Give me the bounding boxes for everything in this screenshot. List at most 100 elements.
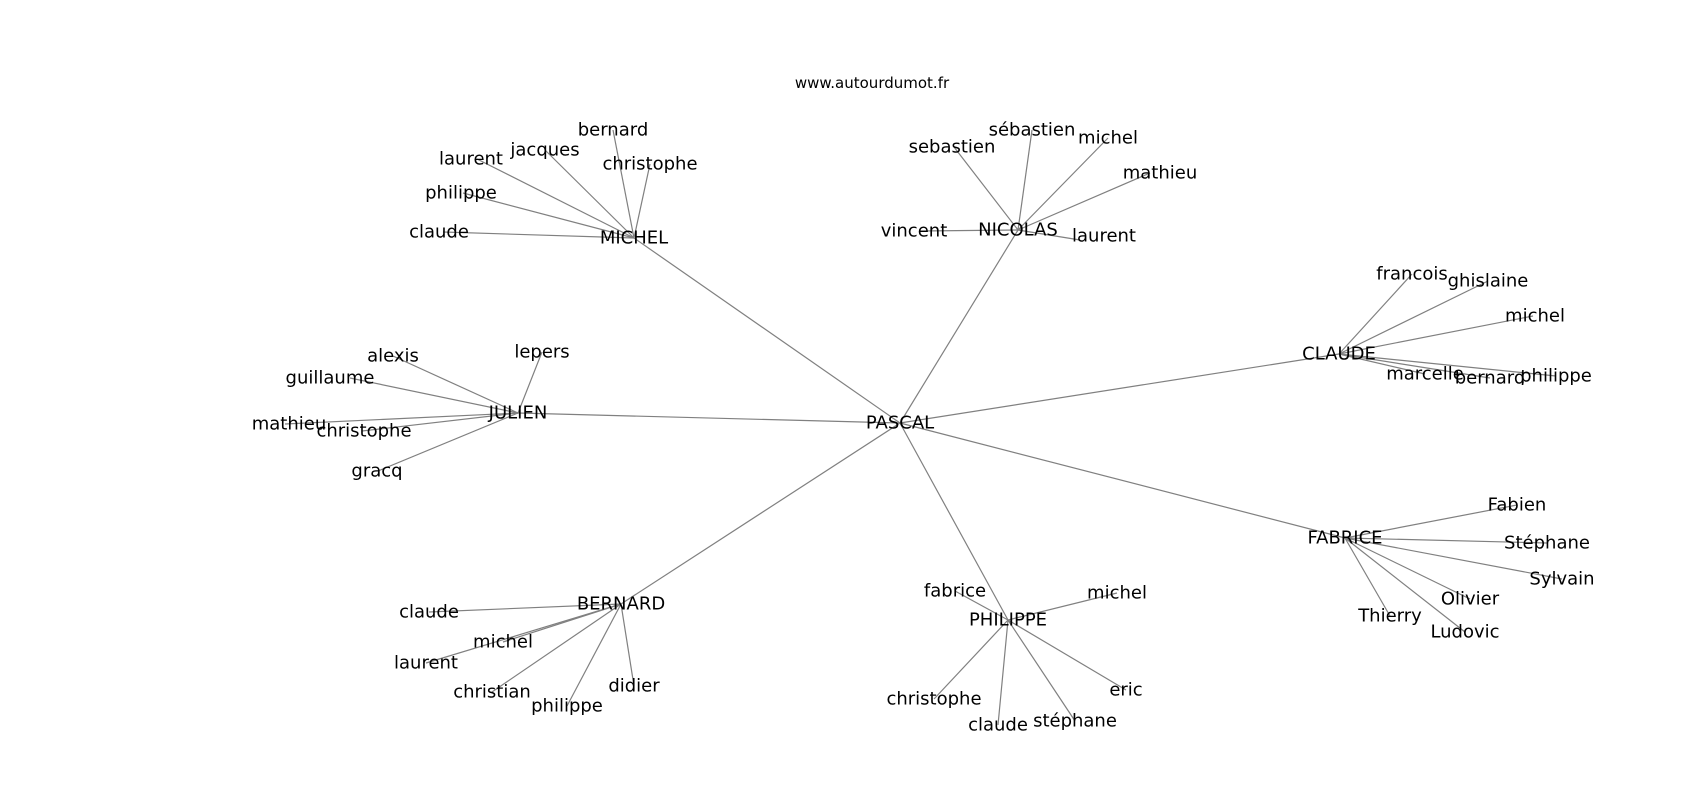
leaf-node-label-nicolas-sebastien: sebastien: [909, 137, 996, 158]
hub-node-label-julien: JULIEN: [488, 403, 548, 424]
edge-fabrice-stephane: [1344, 537, 1548, 544]
leaf-node-label-bernard-michel: michel: [473, 632, 533, 653]
leaf-node-label-michel-jacques: jacques: [509, 140, 579, 161]
hub-node-label-philippe: PHILIPPE: [969, 610, 1047, 631]
leaf-node-label-nicolas-vincent: vincent: [881, 221, 948, 242]
edge-philippe-eric: [1007, 619, 1127, 691]
edge-claude-philippe: [1338, 353, 1557, 377]
hub-node-label-nicolas: NICOLAS: [978, 220, 1058, 241]
leaf-node-label-bernard-philippe: philippe: [531, 696, 603, 717]
leaf-node-label-fabrice-ludovic: Ludovic: [1430, 622, 1499, 643]
leaf-node-label-philippe-fabrice: fabrice: [924, 581, 986, 602]
leaf-node-label-michel-christophe: christophe: [602, 154, 697, 175]
hub-node-label-michel: MICHEL: [600, 228, 668, 249]
hub-node-label-fabrice: FABRICE: [1307, 528, 1382, 549]
leaf-node-label-nicolas-sebastien-accent: sébastien: [989, 120, 1076, 141]
edge-philippe-fabrice: [954, 590, 1009, 621]
edge-julien-lepers: [517, 351, 543, 414]
edge-philippe-stephane: [1007, 619, 1076, 722]
leaf-node-label-bernard-laurent: laurent: [394, 653, 458, 674]
edge-root-philippe: [899, 422, 1009, 621]
edge-michel-christophe: [633, 163, 651, 239]
edge-fabrice-fabien: [1344, 504, 1518, 539]
edge-root-nicolas: [899, 229, 1019, 424]
leaf-node-label-michel-laurent: laurent: [439, 149, 503, 170]
leaf-node-label-claude-marcelle: marcelle: [1386, 364, 1464, 385]
leaf-node-label-philippe-claude: claude: [968, 715, 1028, 736]
edge-claude-francois: [1338, 273, 1413, 355]
edge-julien-alexis: [392, 355, 519, 414]
leaf-node-label-julien-guillaume: guillaume: [286, 368, 375, 389]
leaf-node-label-julien-lepers: lepers: [514, 342, 569, 363]
edge-root-fabrice: [899, 422, 1346, 539]
edge-fabrice-ludovic: [1344, 537, 1466, 633]
edge-claude-michel: [1338, 315, 1534, 355]
leaf-node-label-julien-gracq: gracq: [351, 461, 402, 482]
edge-nicolas-mathieu: [1017, 172, 1151, 231]
edge-julien-guillaume: [349, 377, 519, 414]
leaf-node-label-claude-francois: francois: [1376, 264, 1447, 285]
edge-bernard-claude: [428, 603, 622, 613]
edge-julien-gracq: [377, 412, 519, 472]
edge-michel-philippe: [462, 192, 635, 239]
edge-root-julien: [517, 412, 901, 424]
edge-bernard-laurent: [425, 603, 622, 664]
leaf-node-label-michel-claude: claude: [409, 222, 469, 243]
edge-philippe-christophe: [933, 619, 1009, 700]
leaf-node-label-julien-christophe: christophe: [316, 421, 411, 442]
edge-bernard-philippe: [566, 603, 622, 707]
leaf-node-label-fabrice-olivier: Olivier: [1441, 589, 1500, 610]
leaf-node-label-claude-philippe: philippe: [1520, 366, 1592, 387]
edge-philippe-michel: [1007, 592, 1118, 621]
leaf-node-label-philippe-christophe: christophe: [886, 689, 981, 710]
leaf-node-label-philippe-michel: michel: [1087, 583, 1147, 604]
site-label: www.autourdumot.fr: [795, 74, 950, 92]
edge-philippe-claude: [997, 619, 1009, 726]
leaf-node-label-bernard-christian: christian: [453, 682, 531, 703]
leaf-node-label-philippe-eric: eric: [1109, 680, 1142, 701]
leaf-node-label-nicolas-mathieu: mathieu: [1123, 163, 1198, 184]
edge-bernard-didier: [620, 603, 635, 687]
leaf-node-label-nicolas-laurent: laurent: [1072, 226, 1136, 247]
edge-nicolas-sebastien-accent: [1017, 129, 1033, 231]
edge-michel-claude: [442, 231, 635, 239]
edge-fabrice-thierry: [1344, 537, 1391, 617]
leaf-node-label-nicolas-michel: michel: [1078, 128, 1138, 149]
leaf-node-label-michel-philippe: philippe: [425, 183, 497, 204]
leaf-node-label-claude-ghislaine: ghislaine: [1448, 271, 1529, 292]
leaf-node-label-fabrice-sylvain: Sylvain: [1529, 569, 1594, 590]
edge-julien-mathieu: [284, 412, 519, 425]
edge-nicolas-vincent: [919, 229, 1019, 232]
leaf-node-label-julien-alexis: alexis: [367, 346, 419, 367]
leaf-node-label-fabrice-stephane: Stéphane: [1504, 533, 1590, 554]
root-node-label: PASCAL: [866, 413, 934, 434]
leaf-node-label-claude-michel: michel: [1505, 306, 1565, 327]
leaf-node-label-fabrice-thierry: Thierry: [1357, 606, 1422, 627]
leaf-node-label-claude-bernard: bernard: [1455, 368, 1526, 389]
edge-michel-jacques: [544, 149, 635, 239]
edge-claude-ghislaine: [1338, 280, 1489, 355]
leaf-node-label-fabrice-fabien: Fabien: [1488, 495, 1547, 516]
edge-bernard-christian: [491, 603, 622, 693]
hub-node-label-bernard: BERNARD: [577, 594, 665, 615]
edge-claude-marcelle: [1338, 353, 1426, 375]
edge-nicolas-michel: [1017, 137, 1109, 231]
leaf-node-label-michel-bernard: bernard: [578, 120, 649, 141]
edge-root-michel: [633, 237, 901, 424]
edge-michel-bernard: [612, 129, 635, 239]
edge-nicolas-laurent: [1017, 229, 1081, 241]
edge-nicolas-sebastien: [953, 146, 1019, 231]
edge-claude-bernard: [1338, 353, 1491, 379]
edge-fabrice-olivier: [1344, 537, 1471, 600]
edge-julien-christophe: [361, 412, 519, 432]
hub-node-label-claude: CLAUDE: [1302, 344, 1376, 365]
leaf-node-label-julien-mathieu: mathieu: [252, 414, 327, 435]
edge-fabrice-sylvain: [1344, 537, 1563, 580]
edge-root-claude: [899, 353, 1340, 424]
edge-layer: [284, 129, 1563, 726]
leaf-node-label-bernard-didier: didier: [608, 676, 660, 697]
leaf-node-label-bernard-claude: claude: [399, 602, 459, 623]
edge-root-bernard: [620, 422, 901, 605]
